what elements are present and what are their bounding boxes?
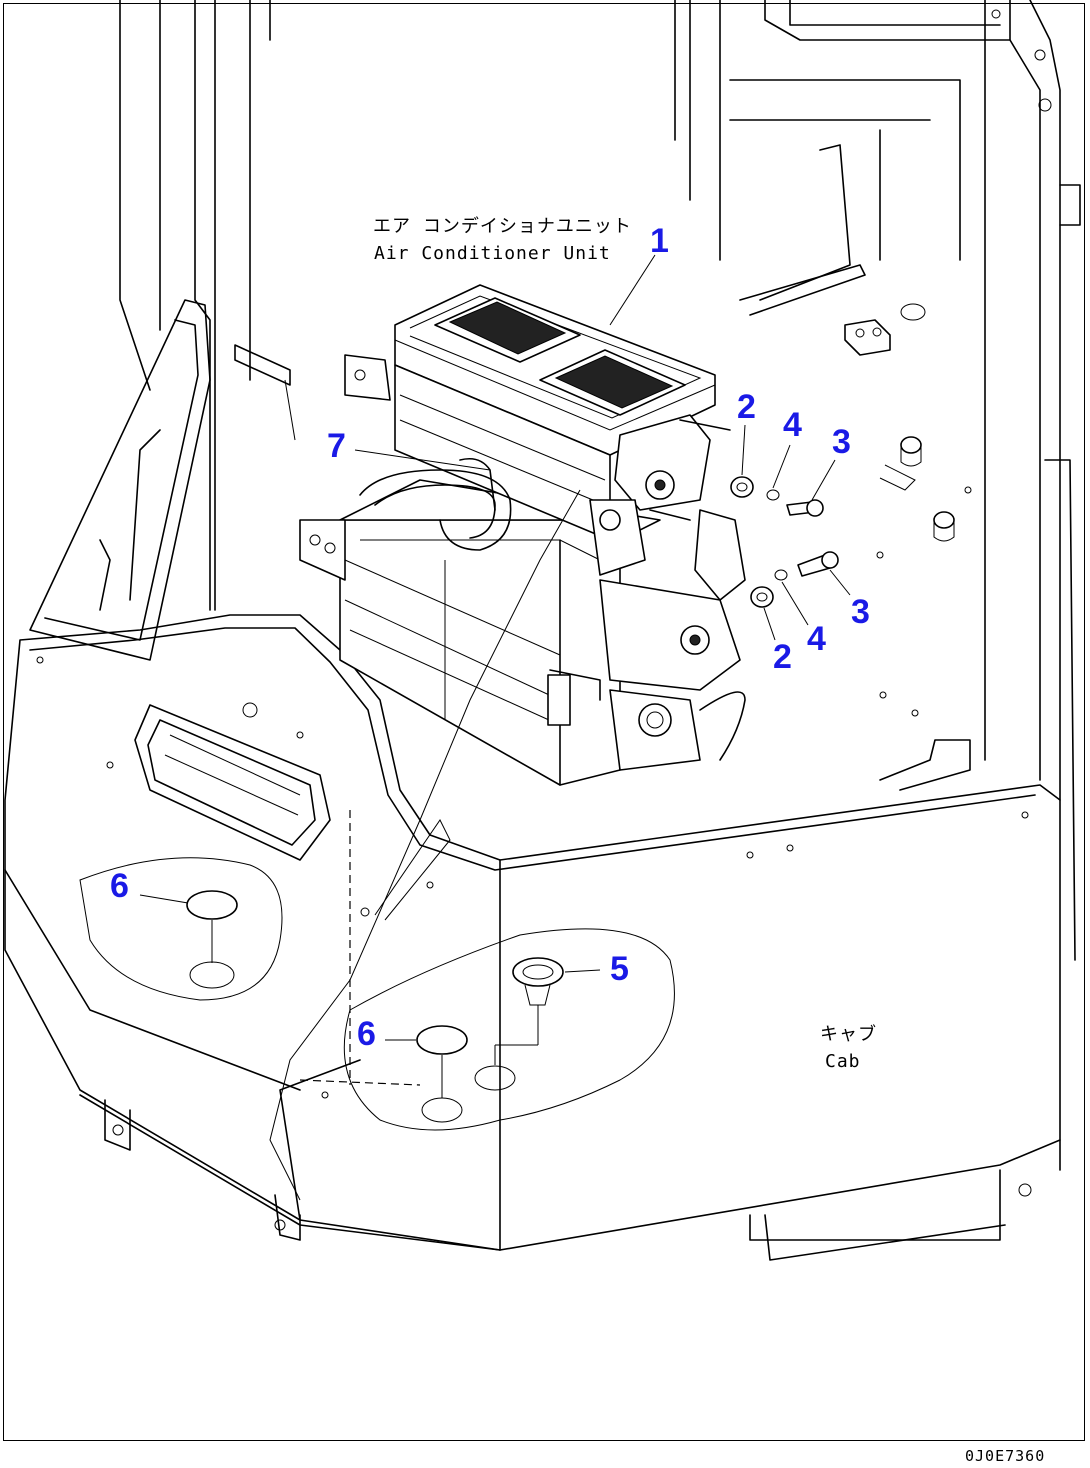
callout-3-lower: 3 — [851, 593, 870, 631]
washer-4-upper — [766, 489, 780, 501]
plug-5 — [512, 957, 564, 987]
leader-lines — [139, 254, 851, 1201]
nut-2-upper — [730, 476, 754, 498]
left-door-panel — [29, 299, 296, 661]
callout-4-lower: 4 — [807, 620, 826, 658]
cab-label-en: Cab — [825, 1051, 861, 1072]
callout-6-left: 6 — [110, 867, 129, 905]
callout-1: 1 — [650, 222, 669, 260]
callout-7: 7 — [327, 427, 346, 465]
cab-label-jp: キャブ — [820, 1023, 877, 1045]
plug-6-left — [186, 890, 238, 920]
air-conditioner-unit — [299, 284, 746, 786]
nut-2-lower — [750, 586, 774, 608]
callout-2-upper: 2 — [737, 388, 756, 426]
unit-label-jp: エア コンデイショナユニット — [373, 216, 632, 237]
hidden-lines — [299, 810, 451, 1086]
fasteners — [730, 476, 839, 608]
text-labels: エア コンデイショナユニット Air Conditioner Unit キャブ … — [373, 216, 1045, 1465]
plug-regions — [79, 857, 675, 1131]
drawing-code: 0J0E7360 — [965, 1447, 1045, 1465]
unit-label-en: Air Conditioner Unit — [374, 243, 611, 264]
callout-3-upper: 3 — [832, 423, 851, 461]
washer-4-lower — [774, 569, 788, 581]
callout-6-right: 6 — [357, 1015, 376, 1053]
drawing-frame — [3, 3, 1085, 1441]
cab-frame — [119, 0, 1081, 961]
plug-6-right — [416, 1025, 468, 1055]
floor-fixtures — [844, 303, 972, 791]
callout-2-lower: 2 — [773, 638, 792, 676]
callout-5: 5 — [610, 950, 629, 988]
callout-4-upper: 4 — [783, 406, 802, 444]
callouts: 1 2 2 3 3 4 4 5 6 6 7 — [110, 222, 870, 1053]
cab-body — [4, 614, 1061, 1261]
